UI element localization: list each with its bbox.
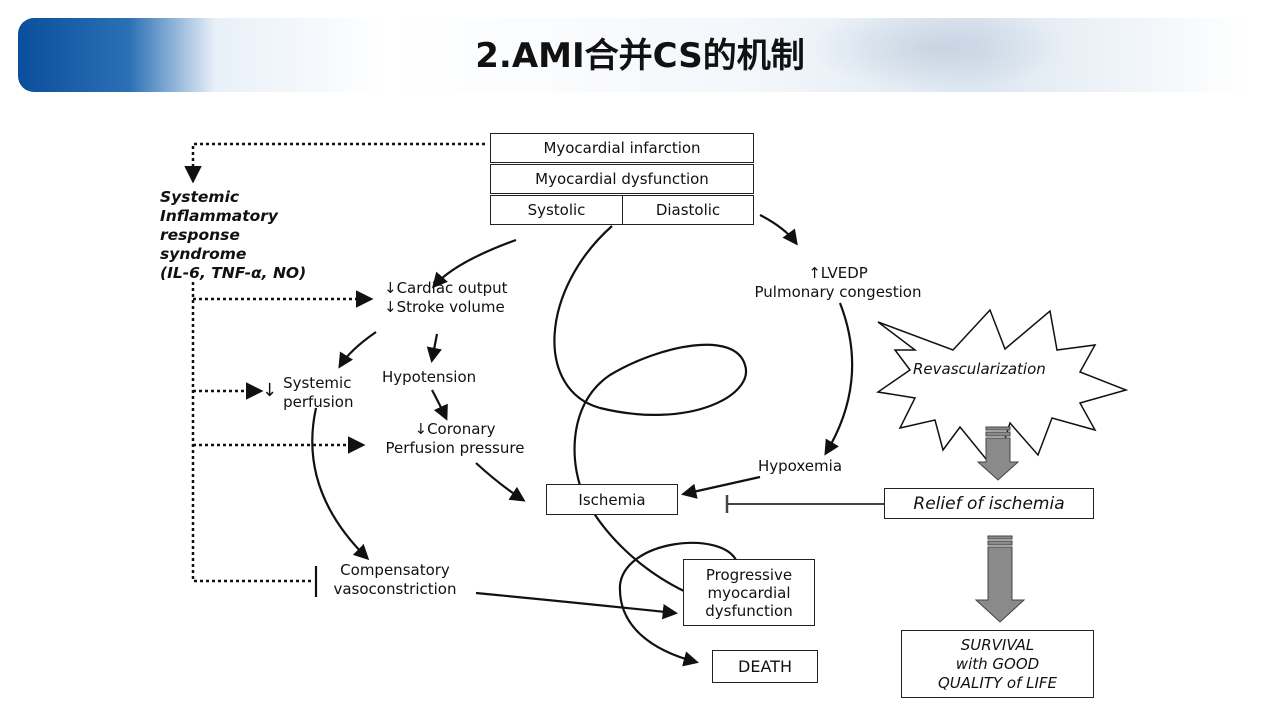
lvedp-text: ↑LVEDP bbox=[808, 264, 868, 282]
node-lvedp: ↑LVEDP Pulmonary congestion bbox=[730, 264, 946, 302]
compensatory-text: Compensatory bbox=[340, 561, 450, 579]
gray-arrow-2-stripe-2 bbox=[987, 540, 1013, 546]
node-ischemia: Ischemia bbox=[546, 484, 678, 515]
node-sirs: Systemic Inflammatory response syndrome … bbox=[160, 188, 306, 283]
gray-arrow-1-stripe-2 bbox=[985, 431, 1011, 437]
dotted-line-vertical bbox=[191, 282, 314, 583]
sirs-line: (IL-6, TNF-α, NO) bbox=[160, 264, 307, 282]
gray-arrow-1 bbox=[976, 437, 1020, 481]
arrow-stroke-systemic bbox=[338, 331, 377, 369]
sirs-line: Inflammatory bbox=[160, 207, 279, 225]
banner-decoration bbox=[808, 18, 1068, 92]
node-diastolic: Diastolic bbox=[622, 195, 754, 225]
arrow-compensatory-progressive bbox=[475, 591, 679, 620]
spiral-path bbox=[553, 225, 748, 593]
arrow-perfusion-compensatory bbox=[311, 407, 370, 561]
pulmonary-congestion-text: Pulmonary congestion bbox=[754, 283, 922, 301]
progressive-text: Progressive bbox=[705, 565, 793, 584]
node-survival: SURVIVAL with GOOD QUALITY of LIFE bbox=[901, 630, 1094, 698]
sirs-line: Systemic bbox=[160, 188, 240, 206]
vasoconstriction-text: vasoconstriction bbox=[333, 580, 457, 598]
myocardial-text: myocardial bbox=[707, 583, 791, 602]
node-myocardial-dysfunction: Myocardial dysfunction bbox=[490, 164, 754, 194]
node-death: DEATH bbox=[712, 650, 818, 683]
dotted-line-top bbox=[184, 142, 485, 184]
node-hypotension: Hypotension bbox=[382, 368, 477, 386]
node-myocardial-infarction: Myocardial infarction bbox=[490, 133, 754, 163]
quality-of-life-text: QUALITY of LIFE bbox=[937, 673, 1058, 692]
node-revascularization: Revascularization bbox=[913, 360, 1046, 378]
with-good-text: with GOOD bbox=[955, 654, 1040, 673]
node-progressive: Progressive myocardial dysfunction bbox=[683, 559, 815, 626]
gray-arrow-1-stripe-1 bbox=[985, 426, 1011, 431]
node-coronary: ↓Coronary Perfusion pressure bbox=[370, 420, 540, 458]
perfusion-text: perfusion bbox=[283, 393, 354, 411]
cardiac-output-text: ↓Cardiac output bbox=[384, 279, 508, 297]
perfusion-pressure-text: Perfusion pressure bbox=[385, 439, 525, 457]
node-cardiac-output: ↓Cardiac output ↓Stroke volume bbox=[384, 279, 508, 317]
arrow-systolic-cardiac bbox=[431, 238, 517, 289]
arrow-hypotension-coronary bbox=[431, 389, 448, 421]
node-compensatory: Compensatory vasoconstriction bbox=[322, 561, 468, 599]
node-systemic-perfusion: ↓ Systemic perfusion bbox=[262, 374, 353, 412]
gray-arrow-2 bbox=[974, 546, 1026, 623]
gray-arrow-2-stripe-1 bbox=[987, 535, 1013, 540]
node-relief-of-ischemia: Relief of ischemia bbox=[884, 488, 1094, 519]
revascularization-burst bbox=[876, 308, 1129, 472]
sirs-line: response bbox=[160, 226, 240, 244]
slide-title: 2.AMI合并CS的机制 bbox=[475, 36, 805, 76]
coronary-text: ↓Coronary bbox=[414, 420, 496, 438]
arrow-coronary-ischemia bbox=[475, 462, 526, 502]
survival-text: SURVIVAL bbox=[960, 635, 1035, 654]
spiral-death-path bbox=[618, 541, 737, 667]
down-arrow-icon: ↓ bbox=[262, 380, 278, 401]
node-hypoxemia: Hypoxemia bbox=[758, 457, 843, 475]
arrow-lvedp-hypoxemia bbox=[824, 302, 854, 456]
dysfunction-text: dysfunction bbox=[705, 601, 793, 620]
arrow-hypoxemia-ischemia bbox=[680, 475, 761, 499]
stroke-volume-text: ↓Stroke volume bbox=[384, 298, 505, 316]
arrow-stroke-hypotension bbox=[426, 333, 442, 364]
node-systolic: Systolic bbox=[490, 195, 623, 225]
arrow-diastolic-lvedp bbox=[759, 214, 798, 246]
systemic-text: Systemic bbox=[283, 374, 352, 392]
title-banner bbox=[18, 18, 1248, 92]
sirs-line: syndrome bbox=[160, 245, 247, 263]
